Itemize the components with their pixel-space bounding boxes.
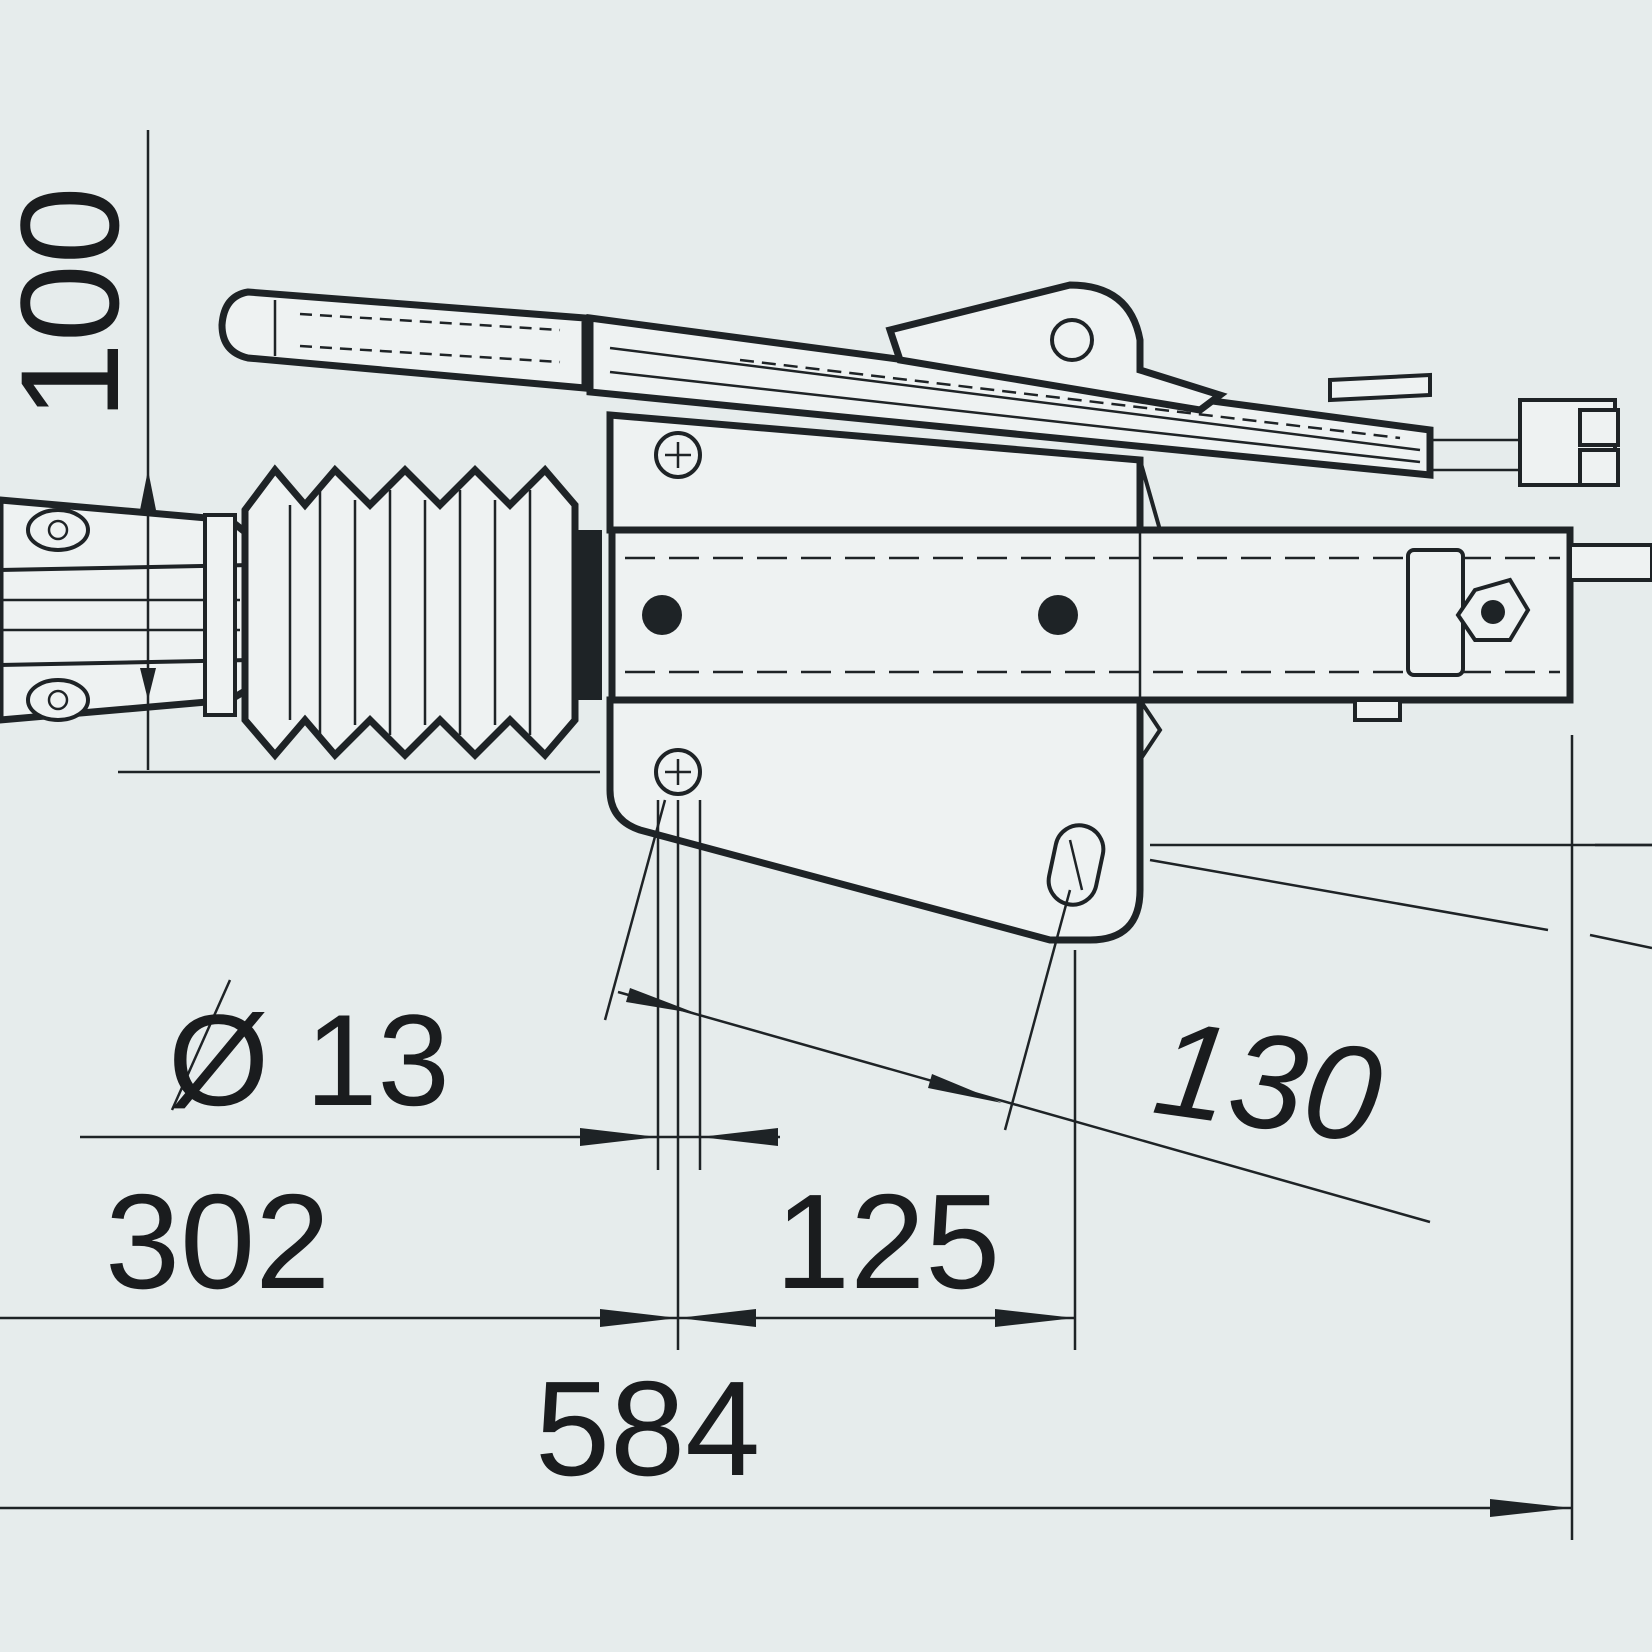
bellows [241, 464, 602, 761]
dim-hole-diameter: Ø 13 [168, 987, 450, 1133]
dimension-lines [0, 130, 1652, 1540]
coupling-housing [606, 411, 1652, 944]
handbrake-lever [218, 281, 1620, 487]
dim-height-100: 100 [0, 186, 148, 420]
dim-length-584: 584 [535, 1353, 760, 1504]
dim-length-302: 302 [105, 1166, 330, 1317]
dim-length-125: 125 [775, 1166, 1000, 1317]
dimension-labels: 100 Ø 13 302 125 584 130 [0, 186, 1390, 1504]
dim-angled-130: 130 [1146, 991, 1390, 1172]
